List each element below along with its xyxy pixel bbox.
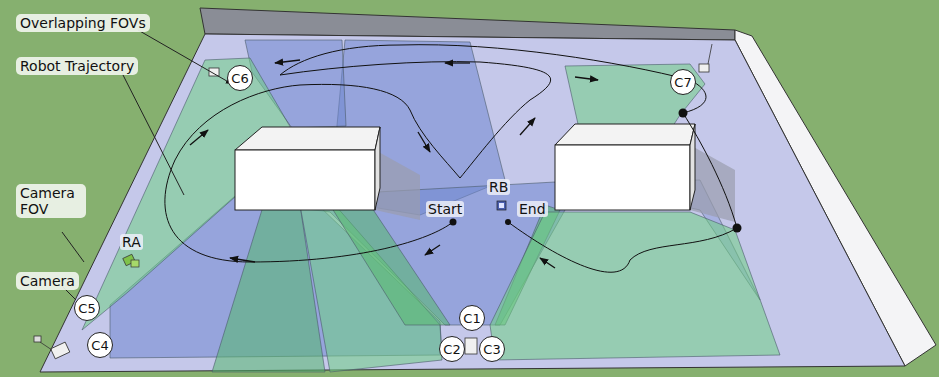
obstacle-box [235,127,380,210]
robot-label: RA [120,234,143,250]
camera-id-circle: C1 [459,305,485,331]
camera-id: C5 [78,302,95,315]
camera-id: C6 [231,72,248,85]
callout-label: Robot Trajectory [16,57,138,75]
obstacle-box [555,124,695,210]
camera-id-circle: C2 [439,336,465,362]
direction-arrow [190,60,598,268]
obstacle-shadow [375,150,420,220]
robot-trajectory [165,45,737,273]
camera-id-circle: C4 [87,332,113,358]
camera-id-circle: C5 [74,295,100,321]
callout-label: Camera FOV [16,184,86,218]
camera-id: C1 [463,312,480,325]
camera-id-circle: C7 [670,69,696,95]
callout-label: Overlapping FOVs [16,14,150,32]
obstacle-shadow [690,145,735,222]
point-label: Start [426,201,464,217]
camera-fovs [82,40,780,372]
camera-id: C7 [674,76,691,89]
camera-id-circle: C3 [479,336,505,362]
floor [40,34,905,372]
camera-id: C4 [91,339,108,352]
camera-id: C2 [443,343,460,356]
camera-id-circle: C6 [227,65,253,91]
robot-label: RB [487,179,510,195]
callout-label: Camera [16,272,79,290]
point-label: End [517,201,548,217]
camera-id: C3 [483,343,500,356]
trajectory-point [450,109,742,233]
robot-rb [497,201,506,210]
robot-ra [123,254,139,267]
camera-icon [34,44,712,359]
